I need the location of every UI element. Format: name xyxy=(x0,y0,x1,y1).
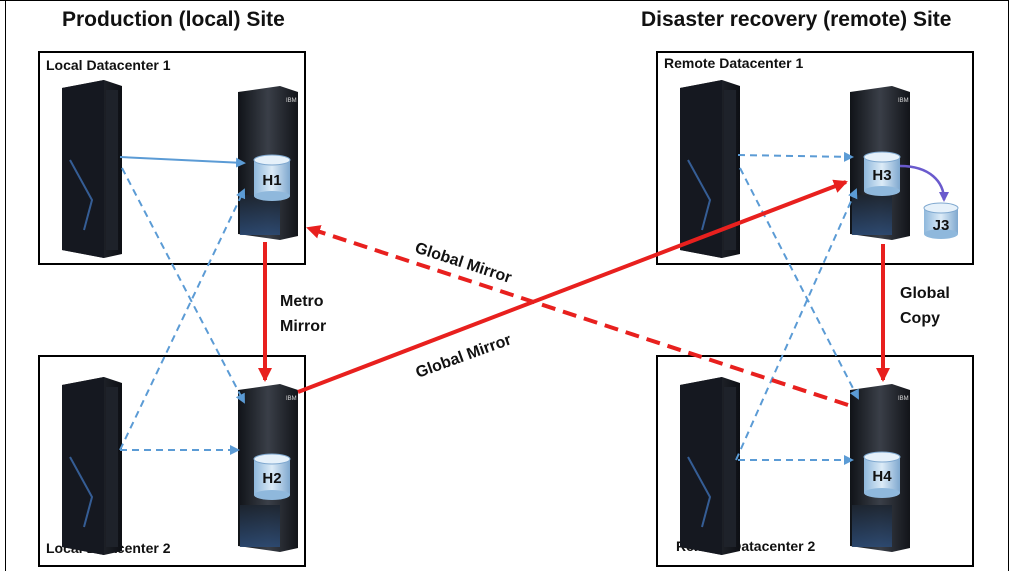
global-mirror-dashed-arrow xyxy=(306,225,849,407)
remote1-to-h4-link xyxy=(739,167,859,400)
host-io-links xyxy=(119,151,859,465)
remote-datacenter-1-label: Remote Datacenter 1 xyxy=(664,55,804,71)
h4-volume-icon: H4 xyxy=(863,451,901,498)
h2-volume-label: H2 xyxy=(262,470,281,487)
j3-volume-icon: J3 xyxy=(923,202,959,239)
global-copy-label-line2: Copy xyxy=(900,310,940,327)
local2-to-h1-link xyxy=(119,188,246,451)
h3-to-j3-flashcopy-arrow xyxy=(899,164,949,202)
production-site-title: Production (local) Site xyxy=(62,8,285,31)
h3-volume-label: H3 xyxy=(872,167,891,184)
svg-text:IBM: IBM xyxy=(898,98,909,104)
metro-mirror-label-line2: Mirror xyxy=(280,318,326,335)
remote2-to-h3-link xyxy=(735,188,858,461)
svg-text:IBM: IBM xyxy=(286,396,297,402)
local2-host-server-icon xyxy=(62,377,122,555)
frame-left-line xyxy=(5,0,6,571)
recovery-site-title: Disaster recovery (remote) Site xyxy=(641,8,952,31)
local1-to-h1-link xyxy=(119,156,246,168)
global-copy-label-line1: Global xyxy=(900,285,950,302)
svg-text:IBM: IBM xyxy=(898,396,909,402)
j3-volume-label: J3 xyxy=(933,217,950,234)
svg-text:IBM: IBM xyxy=(286,98,297,104)
remote1-host-server-icon xyxy=(680,80,740,258)
metro-mirror-label-line1: Metro xyxy=(280,293,324,310)
local1-to-h2-link xyxy=(121,167,245,404)
frame-top-line xyxy=(0,0,1009,1)
h2-volume-icon: H2 xyxy=(253,453,291,500)
local1-host-server-icon xyxy=(62,80,122,258)
remote1-to-h3-link xyxy=(737,151,854,162)
h1-volume-label: H1 xyxy=(262,172,281,189)
local-datacenter-1-label: Local Datacenter 1 xyxy=(46,57,171,73)
remote2-host-server-icon xyxy=(680,377,740,555)
h4-volume-label: H4 xyxy=(872,468,892,485)
h3-volume-icon: H3 xyxy=(863,151,901,196)
global-mirror-solid-arrow xyxy=(297,179,848,394)
h1-volume-icon: H1 xyxy=(253,154,291,201)
global-mirror-lower-label: Global Mirror xyxy=(414,331,514,381)
